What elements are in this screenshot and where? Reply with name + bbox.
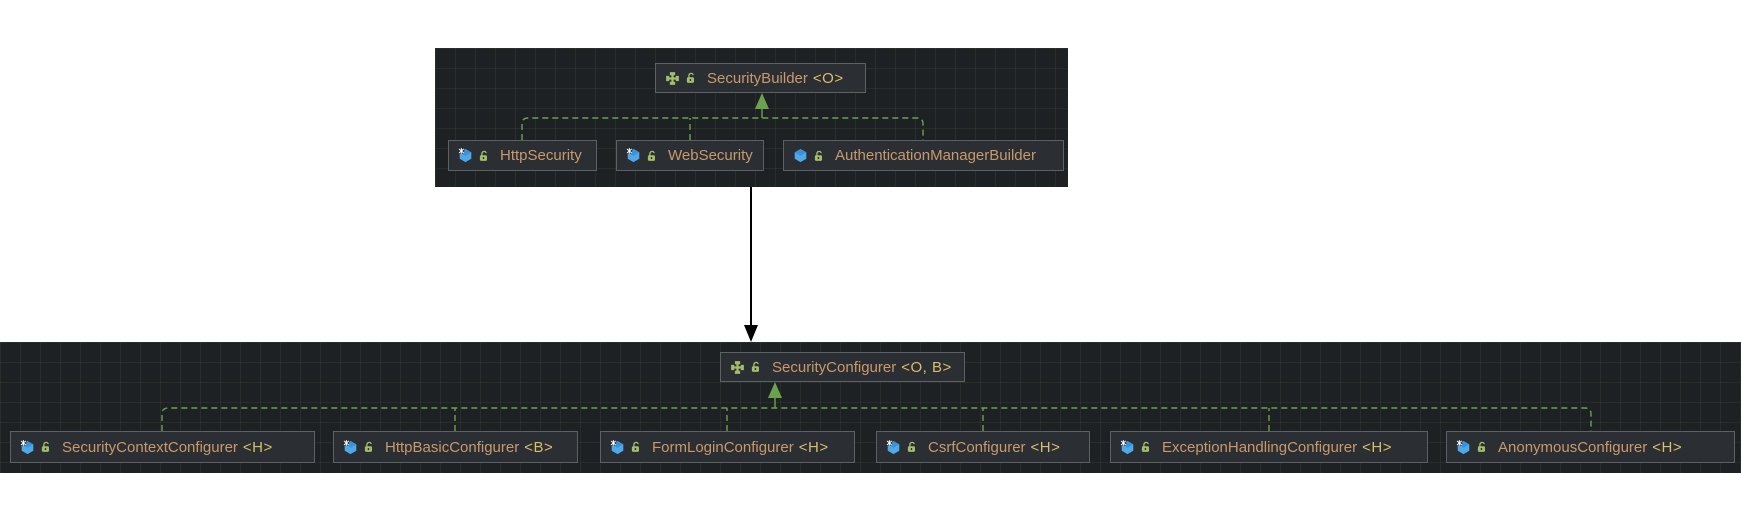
class-name: WebSecurity	[668, 147, 753, 164]
final-class-icon	[458, 148, 473, 163]
final-class-icon	[1456, 440, 1471, 455]
unlocked-padlock-icon	[40, 441, 52, 453]
class-name: AnonymousConfigurer	[1498, 438, 1648, 456]
final-class-icon	[610, 440, 625, 455]
generic-params: <H>	[242, 438, 273, 456]
node-csrf-configurer[interactable]: CsrfConfigurer <H>	[876, 431, 1090, 463]
unlocked-padlock-icon	[1140, 441, 1152, 453]
generic-params: <H>	[1652, 438, 1683, 456]
node-exception-handling-configurer[interactable]: ExceptionHandlingConfigurer <H>	[1110, 431, 1428, 463]
generic-params: <B>	[524, 438, 554, 456]
generic-params: <O>	[812, 69, 844, 87]
node-http-basic-configurer[interactable]: HttpBasicConfigurer <B>	[333, 431, 578, 463]
node-http-security[interactable]: HttpSecurity	[448, 140, 597, 171]
generic-params: <H>	[798, 438, 829, 456]
node-security-builder[interactable]: SecurityBuilder <O>	[655, 63, 866, 93]
final-class-icon	[626, 148, 641, 163]
node-authentication-manager-builder[interactable]: AuthenticationManagerBuilder	[783, 140, 1064, 171]
builders-diagram-panel: SecurityBuilder <O> HttpSecurity WebSecu…	[435, 48, 1068, 187]
class-name: HttpSecurity	[500, 147, 582, 164]
implements-arrowhead	[768, 382, 782, 398]
generic-params: <H>	[1030, 438, 1061, 456]
final-class-icon	[20, 440, 35, 455]
generic-params: <O, B>	[901, 358, 952, 376]
class-icon	[793, 148, 808, 163]
implements-arrowhead	[755, 93, 769, 109]
class-name: HttpBasicConfigurer	[385, 438, 520, 456]
node-anonymous-configurer[interactable]: AnonymousConfigurer <H>	[1446, 431, 1735, 463]
class-name: ExceptionHandlingConfigurer	[1162, 438, 1358, 456]
unlocked-padlock-icon	[630, 441, 642, 453]
generic-params: <H>	[1362, 438, 1392, 456]
unlocked-padlock-icon	[813, 150, 825, 162]
interface-icon	[665, 71, 680, 86]
node-form-login-configurer[interactable]: FormLoginConfigurer <H>	[600, 431, 855, 463]
unlocked-padlock-icon	[646, 150, 658, 162]
unlocked-padlock-icon	[906, 441, 918, 453]
node-web-security[interactable]: WebSecurity	[616, 140, 764, 171]
unlocked-padlock-icon	[363, 441, 375, 453]
class-name: SecurityBuilder	[707, 69, 808, 87]
class-name: CsrfConfigurer	[928, 438, 1026, 456]
configurers-diagram-panel: SecurityConfigurer <O, B> SecurityContex…	[0, 342, 1741, 473]
unlocked-padlock-icon	[750, 361, 762, 373]
unlocked-padlock-icon	[478, 150, 490, 162]
node-security-context-configurer[interactable]: SecurityContextConfigurer <H>	[10, 431, 315, 463]
final-class-icon	[886, 440, 901, 455]
unlocked-padlock-icon	[685, 72, 697, 84]
unlocked-padlock-icon	[1476, 441, 1488, 453]
interface-icon	[730, 360, 745, 375]
class-name: AuthenticationManagerBuilder	[835, 147, 1036, 164]
class-name: SecurityContextConfigurer	[62, 438, 238, 456]
class-name: SecurityConfigurer	[772, 358, 897, 376]
node-security-configurer[interactable]: SecurityConfigurer <O, B>	[720, 352, 965, 382]
class-name: FormLoginConfigurer	[652, 438, 794, 456]
panel-link-arrow	[744, 187, 758, 342]
final-class-icon	[343, 440, 358, 455]
final-class-icon	[1120, 440, 1135, 455]
